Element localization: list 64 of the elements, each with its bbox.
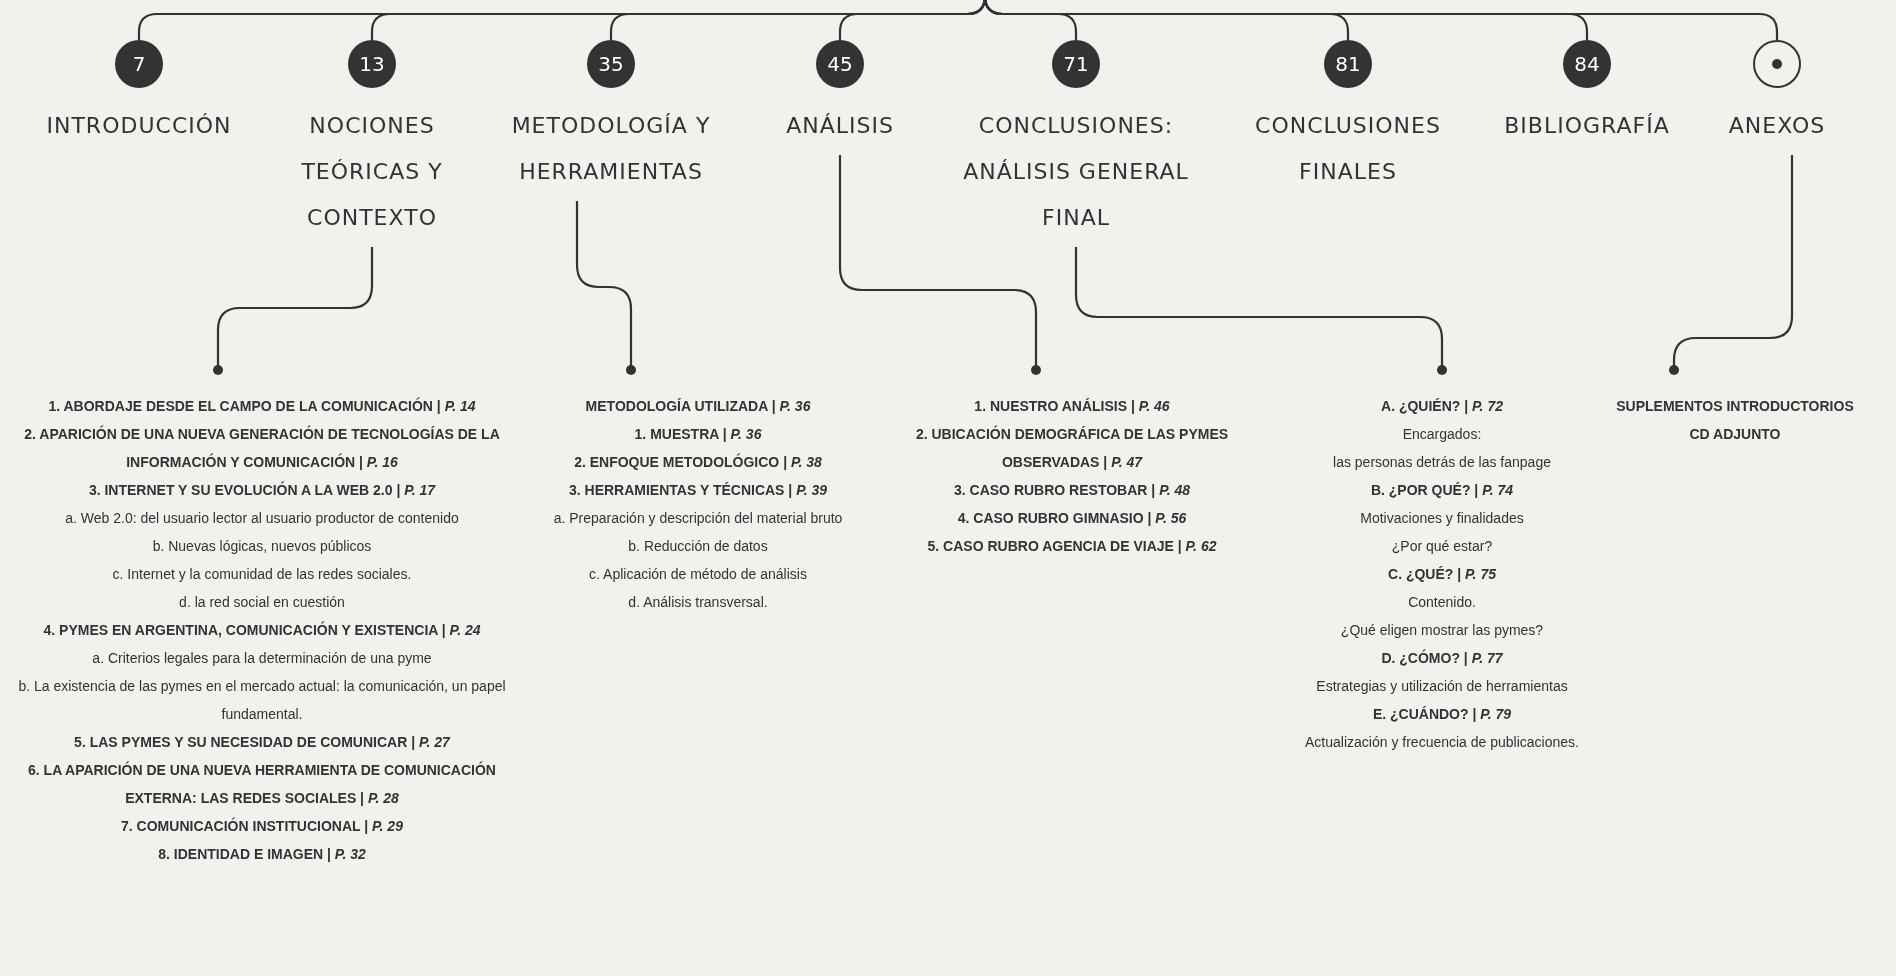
section-title: NOCIONES TEÓRICAS Y CONTEXTO (300, 112, 444, 232)
page-number-badge: 84 (1563, 40, 1611, 88)
toc-heading: 2. UBICACIÓN DEMOGRÁFICA DE LAS PYMES OBSERVADAS | P. 47 (914, 424, 1230, 472)
toc-subitem: b. La existencia de las pymes en el mercado actual: la comunicación, un papel fundamental. (17, 677, 507, 724)
toc-subitem: b. Reducción de datos (627, 537, 769, 556)
toc-subitem: Encargados: (1401, 425, 1483, 444)
page-number-badge: 7 (115, 40, 163, 88)
toc-heading: 5. LAS PYMES Y SU NECESIDAD DE COMUNICAR | P. 27 (73, 733, 452, 752)
toc-subitem: c. Internet y la comunidad de las redes sociales. (111, 565, 413, 584)
connector-line (838, 155, 1041, 375)
toc-heading: 2. ENFOQUE METODOLÓGICO | P. 38 (573, 452, 823, 472)
section-title: ANÁLISIS (785, 112, 895, 140)
toc-subitem: Actualización y frecuencia de publicaciones. (1304, 733, 1580, 752)
connector-line (983, 0, 1779, 40)
toc-heading: 5. CASO RUBRO AGENCIA DE VIAJE | P. 62 (926, 537, 1218, 556)
toc-subitem: d. Análisis transversal. (627, 593, 769, 612)
toc-heading: 7. COMUNICACIÓN INSTITUCIONAL | P. 29 (120, 816, 404, 836)
section-title: INTRODUCCIÓN (45, 112, 233, 140)
toc-heading: 1. MUESTRA | P. 36 (633, 425, 763, 444)
toc-subitem: ¿Por qué estar? (1390, 537, 1494, 556)
toc-heading: 1. NUESTRO ANÁLISIS | P. 46 (973, 397, 1171, 416)
section-title: ANEXOS (1727, 112, 1827, 140)
toc-subitem: a. Preparación y descripción del material bruto (552, 509, 844, 528)
section-title: CONCLUSIONES FINALES (1254, 112, 1442, 186)
toc-subitem: d. la red social en cuestión (178, 593, 346, 612)
toc-heading: E. ¿CUÁNDO? | P. 79 (1371, 705, 1513, 724)
page-number-badge: 13 (348, 40, 396, 88)
toc-subitem: Estrategias y utilización de herramientas (1315, 677, 1569, 696)
toc-subitem: Contenido. (1407, 593, 1477, 612)
page-number-badge: 35 (587, 40, 635, 88)
toc-subitem: las personas detrás de las fanpage (1332, 453, 1552, 472)
toc-heading: 3. INTERNET Y SU EVOLUCIÓN A LA WEB 2.0 | P. 17 (87, 480, 437, 500)
connector-line (575, 201, 636, 375)
section-title: METODOLOGÍA Y HERRAMIENTAS (510, 112, 712, 186)
toc-heading: 6. LA APARICIÓN DE UNA NUEVA HERRAMIENTA DE COMUNICACIÓN EXTERNA: LAS REDES SOCIALES | P. 28 (27, 760, 497, 808)
toc-subitem: b. Nuevas lógicas, nuevos públicos (151, 537, 373, 556)
toc-heading: CD ADJUNTO (1688, 425, 1782, 444)
toc-heading: A. ¿QUIÉN? | P. 72 (1380, 397, 1504, 416)
toc-subitem: ¿Qué eligen mostrar las pymes? (1339, 621, 1545, 640)
toc-heading: 2. APARICIÓN DE UNA NUEVA GENERACIÓN DE TECNOLOGÍAS DE LA INFORMACIÓN Y COMUNICACIÓN | P. 16 (23, 424, 501, 472)
page-number-badge: 45 (816, 40, 864, 88)
toc-heading: 3. CASO RUBRO RESTOBAR | P. 48 (953, 481, 1191, 500)
toc-heading: SUPLEMENTOS INTRODUCTORIOS (1615, 397, 1855, 416)
toc-heading: 4. CASO RUBRO GIMNASIO | P. 56 (956, 509, 1188, 528)
toc-heading: 8. IDENTIDAD E IMAGEN | P. 32 (157, 845, 367, 864)
connector-line (1074, 247, 1447, 375)
toc-heading: 3. HERRAMIENTAS Y TÉCNICAS | P. 39 (567, 481, 829, 500)
toc-heading: D. ¿CÓMO? | P. 77 (1380, 648, 1504, 668)
connector-line (838, 0, 987, 40)
toc-heading: 1. ABORDAJE DESDE EL CAMPO DE LA COMUNICACIÓN | P. 14 (47, 396, 477, 416)
connector-line (213, 247, 374, 375)
toc-subitem: c. Aplicación de método de análisis (588, 565, 808, 584)
toc-subitem: Motivaciones y finalidades (1359, 509, 1525, 528)
toc-heading: B. ¿POR QUÉ? | P. 74 (1369, 481, 1515, 500)
connector-line (1669, 155, 1794, 375)
section-title: BIBLIOGRAFÍA (1503, 112, 1671, 140)
page-number-badge: 81 (1324, 40, 1372, 88)
toc-subitem: a. Criterios legales para la determinación de una pyme (91, 649, 433, 668)
toc-subitem: a. Web 2.0: del usuario lector al usuario productor de contenido (64, 509, 460, 528)
toc-heading: METODOLOGÍA UTILIZADA | P. 36 (584, 397, 812, 416)
toc-heading: 4. PYMES EN ARGENTINA, COMUNICACIÓN Y EXISTENCIA | P. 24 (42, 620, 482, 640)
page-number-badge: 71 (1052, 40, 1100, 88)
section-title: CONCLUSIONES: ANÁLISIS GENERAL FINAL (962, 112, 1190, 232)
toc-heading: C. ¿QUÉ? | P. 75 (1387, 565, 1497, 584)
